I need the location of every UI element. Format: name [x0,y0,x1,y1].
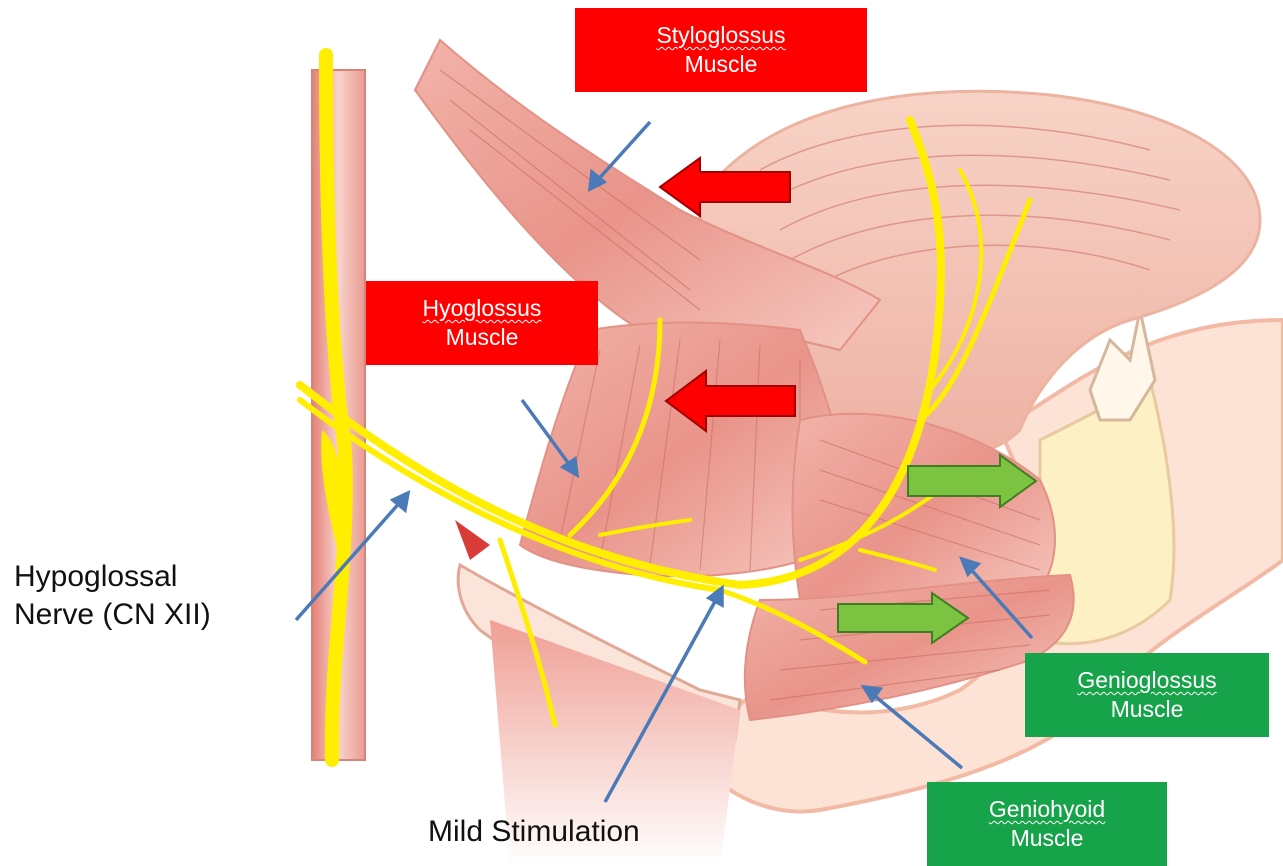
geniohyoid-label-line2: Muscle [1011,824,1084,853]
nerve-caption-line1: Hypoglossal [14,558,211,596]
geniohyoid-label: Geniohyoid Muscle [927,782,1167,866]
styloglossus-label: Styloglossus Muscle [575,8,867,92]
hyoglossus-label-line1: Hyoglossus [423,294,542,323]
hyoglossus-label-line2: Muscle [446,323,519,352]
genioglossus-label: Genioglossus Muscle [1025,653,1269,737]
hypoglossal-nerve-caption: Hypoglossal Nerve (CN XII) [14,558,211,634]
small-red-muscle [455,520,490,560]
styloglossus-label-line1: Styloglossus [656,21,785,50]
nerve-caption-line2: Nerve (CN XII) [14,596,211,634]
mild-stimulation-caption: Mild Stimulation [428,813,640,851]
hyoglossus-label: Hyoglossus Muscle [366,281,598,365]
styloglossus-label-line2: Muscle [685,50,758,79]
genioglossus-label-line1: Genioglossus [1077,666,1216,695]
genioglossus-label-line2: Muscle [1111,695,1184,724]
geniohyoid-label-line1: Geniohyoid [989,795,1105,824]
